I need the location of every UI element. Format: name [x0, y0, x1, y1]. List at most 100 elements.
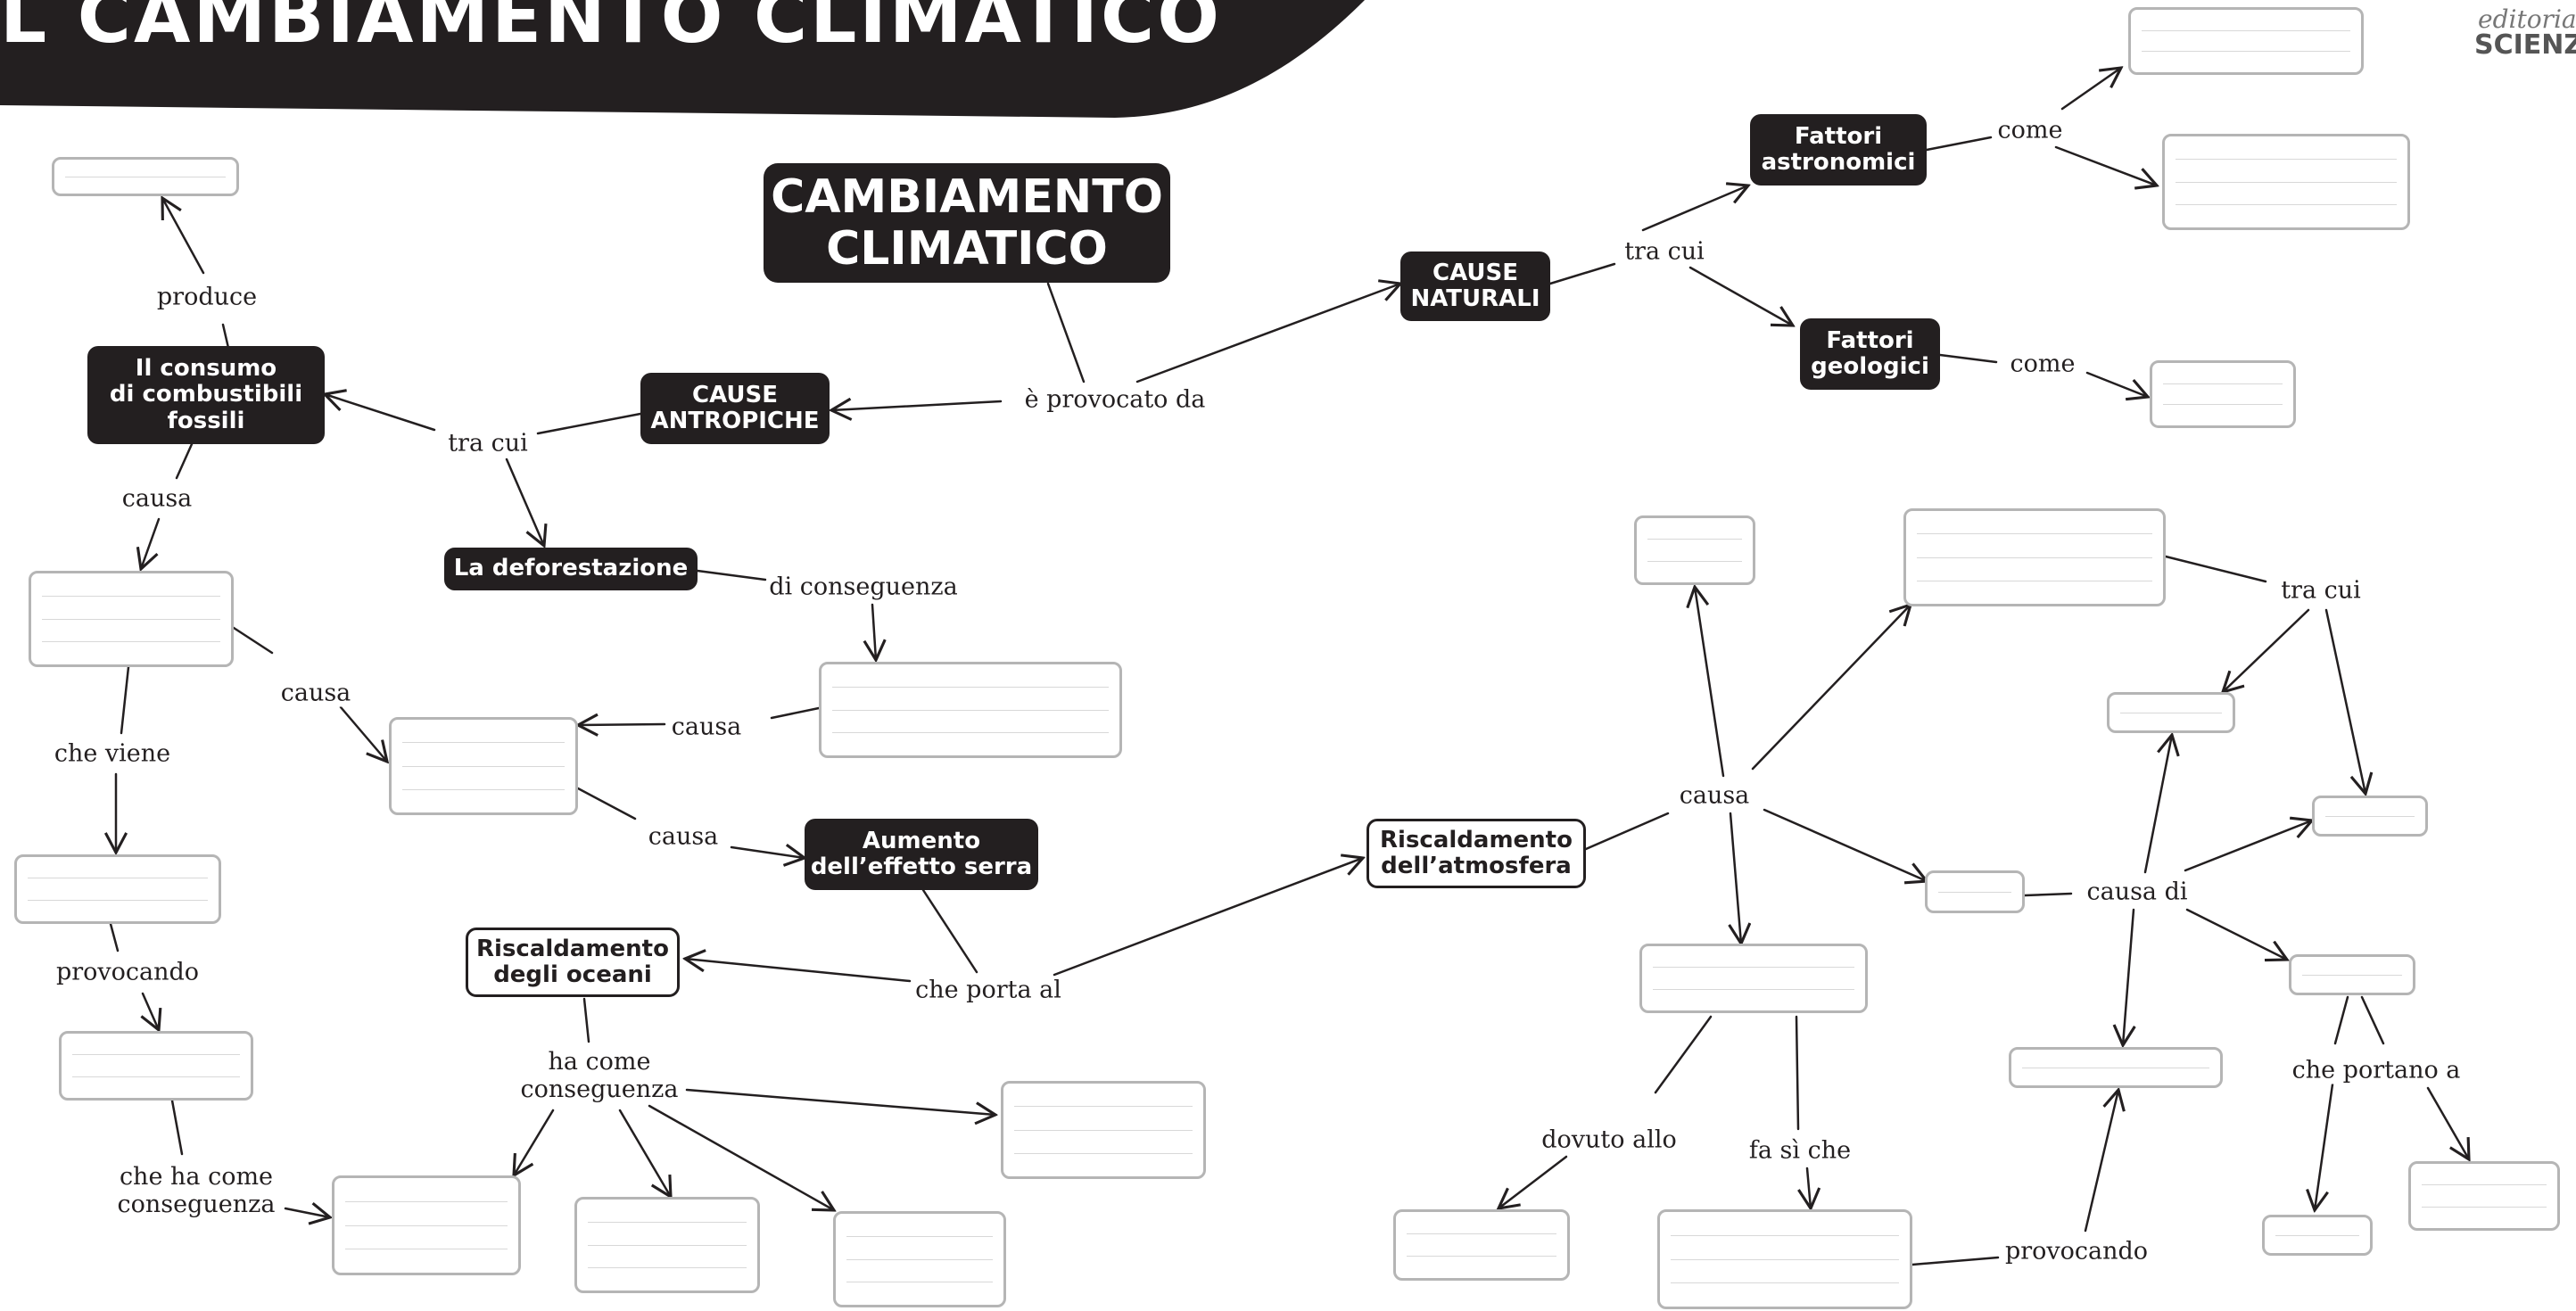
answer-box[interactable]: [332, 1175, 521, 1275]
answer-box[interactable]: [2128, 7, 2364, 75]
label-causa-3: causa: [645, 822, 722, 851]
connector: [1654, 1015, 1713, 1094]
connector: [770, 706, 821, 720]
connector: [536, 412, 642, 435]
main-concept-node: CAMBIAMENTO CLIMATICO: [764, 163, 1170, 283]
title-banner: [0, 0, 1365, 118]
connector-arrow: [505, 458, 544, 546]
label-di-conseguenza: di conseguenza: [766, 573, 961, 601]
connector: [221, 323, 230, 350]
connector-arrow: [730, 847, 805, 858]
label-causa-combustibili: causa: [119, 484, 195, 513]
connector-arrow: [1763, 808, 1927, 881]
answer-box[interactable]: [1634, 515, 1755, 585]
connector-arrow: [284, 1208, 330, 1217]
connector: [582, 997, 590, 1043]
label-che-viene: che viene: [51, 739, 174, 768]
answer-box[interactable]: [574, 1197, 760, 1293]
answer-box[interactable]: [1903, 508, 2166, 606]
connector: [1795, 1015, 1800, 1131]
answer-box[interactable]: [52, 157, 239, 196]
connector-arrow: [2085, 371, 2148, 397]
label-che-portano-a: che portano a: [2289, 1056, 2464, 1084]
label-che-ha-come-conseguenza: che ha come conseguenza: [114, 1162, 278, 1219]
label-ha-come-conseguenza: ha come conseguenza: [517, 1047, 681, 1104]
connector-arrow: [141, 517, 161, 569]
label-come-geologici: come: [2007, 350, 2078, 378]
label-tra-cui-antropiche: tra cui: [445, 429, 531, 458]
connector-arrow: [1499, 1155, 1568, 1208]
answer-box[interactable]: [819, 662, 1122, 758]
connector-arrow: [325, 394, 436, 432]
connector-arrow: [831, 401, 1003, 410]
connector: [2023, 892, 2073, 897]
node-deforestazione: La deforestazione: [444, 548, 698, 590]
answer-box[interactable]: [389, 717, 578, 815]
answer-box[interactable]: [1393, 1209, 1570, 1281]
answer-box[interactable]: [2262, 1215, 2373, 1256]
connector-lines: [109, 68, 2469, 1266]
connector-arrow: [872, 603, 876, 660]
connector-arrow: [339, 705, 387, 762]
connector-arrow: [2185, 908, 2287, 960]
connector-arrow: [514, 1109, 555, 1175]
answer-box[interactable]: [1639, 944, 1868, 1013]
label-e-provocato-da: è provocato da: [1021, 385, 1209, 414]
answer-box[interactable]: [14, 854, 221, 924]
connector: [170, 1099, 184, 1156]
connector-arrow: [2084, 1090, 2118, 1233]
connector-arrow: [2184, 820, 2312, 872]
connector: [109, 922, 120, 952]
connector-arrow: [1135, 284, 1400, 383]
answer-box[interactable]: [833, 1211, 1006, 1307]
connector: [1911, 1256, 2000, 1266]
connector: [1548, 262, 1616, 285]
answer-box[interactable]: [59, 1031, 253, 1101]
connector-arrow: [2123, 908, 2134, 1045]
node-fattori-astronomici: Fattori astronomici: [1750, 114, 1927, 186]
connector-arrow: [648, 1104, 834, 1210]
connector: [1925, 136, 1993, 152]
label-tra-cui-naturali: tra cui: [1622, 237, 1707, 266]
label-fa-si-che: fa sì che: [1746, 1136, 1854, 1165]
connector: [921, 888, 978, 974]
connector-arrow: [2054, 145, 2157, 186]
connector-arrow: [618, 1109, 671, 1197]
answer-box[interactable]: [2162, 134, 2410, 230]
connector: [175, 442, 194, 480]
answer-box[interactable]: [2289, 954, 2415, 995]
connector: [1584, 812, 1670, 851]
answer-box[interactable]: [2312, 796, 2428, 837]
answer-box[interactable]: [2009, 1047, 2223, 1088]
connector-arrow: [1053, 858, 1363, 977]
publisher-logo-line2: SCIENZA: [2474, 29, 2576, 61]
label-produce: produce: [153, 283, 260, 311]
connector: [696, 569, 767, 581]
answer-box[interactable]: [29, 571, 234, 667]
connector: [576, 787, 637, 820]
answer-box[interactable]: [2408, 1161, 2560, 1231]
connector-arrow: [1688, 266, 1793, 326]
publisher-logo-line1: editorial: [2478, 4, 2576, 34]
connector-arrow: [1730, 812, 1741, 944]
connector-arrow: [1751, 605, 1911, 771]
connector-arrow: [685, 959, 912, 983]
label-come-astronomici: come: [1994, 116, 2066, 144]
node-cause-naturali: CAUSE NATURALI: [1400, 251, 1550, 321]
answer-box[interactable]: [1001, 1081, 1206, 1179]
connector: [2164, 555, 2267, 583]
connector-arrow: [2143, 735, 2172, 874]
connector: [2360, 995, 2385, 1045]
answer-box[interactable]: [1925, 870, 2025, 913]
connector-arrow: [2426, 1086, 2469, 1159]
answer-box[interactable]: [2150, 360, 2296, 428]
node-combustibili-fossili: Il consumo di combustibili fossili: [87, 346, 325, 444]
connector-arrow: [2060, 68, 2121, 111]
connector-arrow: [162, 198, 205, 275]
node-effetto-serra: Aumento dell’effetto serra: [805, 819, 1038, 890]
answer-box[interactable]: [2107, 692, 2235, 733]
label-tra-cui-right: tra cui: [2278, 576, 2364, 605]
connector: [232, 626, 274, 655]
answer-box[interactable]: [1657, 1209, 1912, 1309]
